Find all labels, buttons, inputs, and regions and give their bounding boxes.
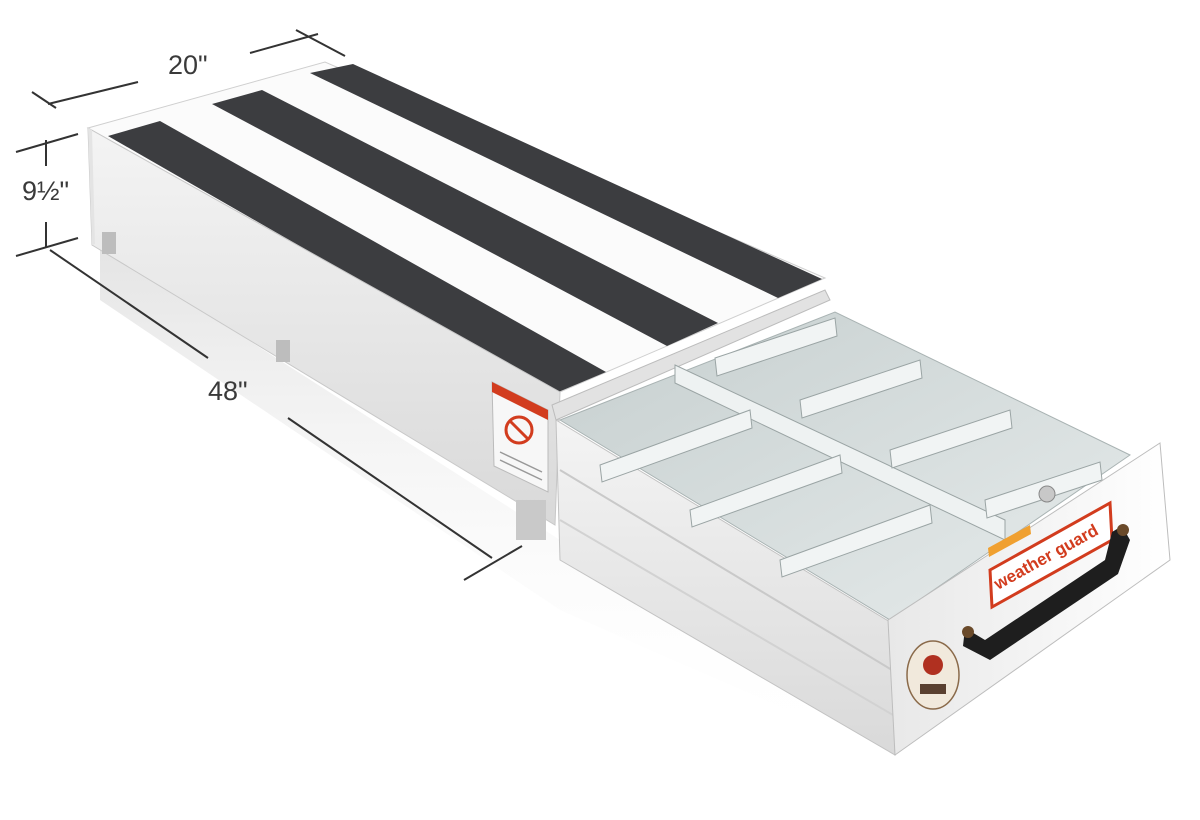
dimension-width-line xyxy=(31,29,346,109)
tread-strip-right xyxy=(310,64,822,298)
cabinet-end xyxy=(88,128,95,245)
divider-cross xyxy=(714,317,838,377)
warning-label-header xyxy=(492,382,548,420)
dimension-width-label: 20" xyxy=(168,50,208,80)
handle-mount xyxy=(962,626,974,638)
mascot-sticker xyxy=(906,640,960,710)
divider-cross xyxy=(599,409,753,483)
prohibition-icon xyxy=(504,415,534,445)
dimension-height-line xyxy=(15,133,79,257)
handle-mount xyxy=(1117,524,1129,536)
divider-cross xyxy=(689,454,843,528)
tread-strip-left xyxy=(108,121,606,393)
cabinet-foot xyxy=(516,500,546,540)
tread-strip-middle xyxy=(212,90,718,346)
dimension-length-line xyxy=(49,249,523,581)
drawer-handle[interactable] xyxy=(963,526,1130,660)
drawer-rail xyxy=(551,289,831,421)
dimension-height-label: 9½" xyxy=(22,176,70,206)
lock-icon[interactable] xyxy=(1038,485,1056,503)
divider-cross xyxy=(779,504,933,578)
cabinet-foot xyxy=(102,232,116,254)
cabinet-foot xyxy=(276,340,290,362)
divider-cross xyxy=(889,409,1013,469)
cabinet-side xyxy=(87,127,561,526)
divider-cross xyxy=(799,359,923,419)
dimension-length-label: 48" xyxy=(208,376,248,406)
caution-sticker xyxy=(988,525,1031,557)
